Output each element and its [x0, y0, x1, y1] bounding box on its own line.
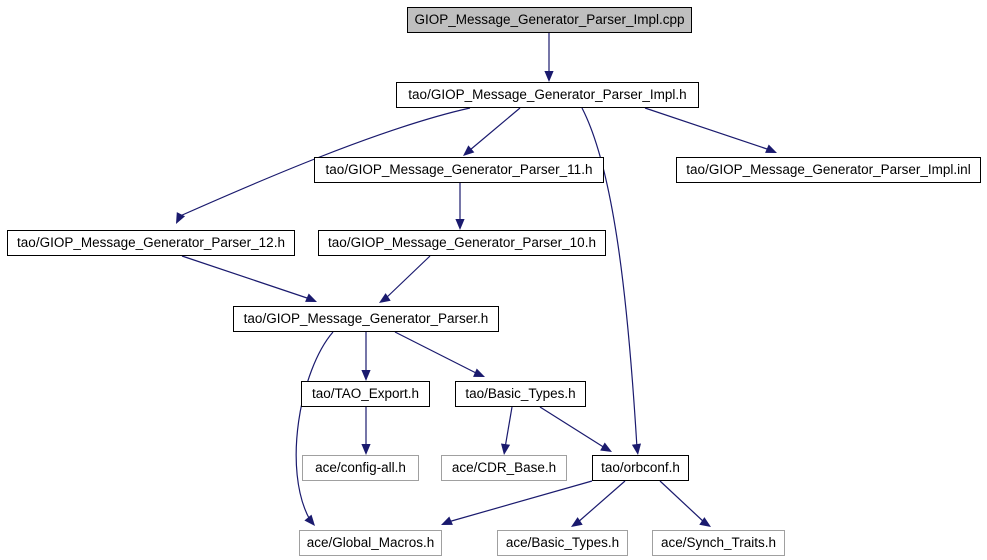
graph-edge-parser_h-to-tao_export	[361, 332, 371, 381]
graph-node-label: GIOP_Message_Generator_Parser_Impl.cpp	[414, 12, 685, 28]
graph-edge-parser_10-to-parser_h	[379, 255, 431, 303]
graph-node-label: tao/Basic_Types.h	[465, 386, 576, 402]
graph-node-ace_basic[interactable]: ace/Basic_Types.h	[497, 530, 628, 556]
graph-edge-basic_types-to-cdr_base	[501, 406, 513, 455]
graph-node-config_all[interactable]: ace/config-all.h	[302, 455, 419, 481]
graph-node-impl_inl[interactable]: tao/GIOP_Message_Generator_Parser_Impl.i…	[676, 157, 981, 183]
graph-node-parser_12[interactable]: tao/GIOP_Message_Generator_Parser_12.h	[7, 230, 295, 256]
graph-node-label: ace/Basic_Types.h	[505, 535, 620, 551]
graph-node-label: ace/config-all.h	[315, 460, 406, 476]
graph-node-label: tao/GIOP_Message_Generator_Parser_Impl.i…	[686, 162, 971, 178]
graph-node-global_macros[interactable]: ace/Global_Macros.h	[299, 530, 442, 556]
graph-node-label: tao/orbconf.h	[601, 460, 680, 476]
graph-node-orbconf[interactable]: tao/orbconf.h	[592, 455, 689, 481]
graph-edge-parser_h-to-global_macros	[295, 331, 334, 526]
graph-edge-parser_12-to-parser_h	[181, 255, 317, 302]
graph-edge-orbconf-to-ace_basic	[571, 480, 626, 527]
graph-edge-impl_h-to-parser_11	[463, 107, 521, 156]
graph-node-basic_types[interactable]: tao/Basic_Types.h	[455, 381, 586, 407]
graph-edge-orbconf-to-synch_traits	[659, 480, 711, 527]
graph-edge-basic_types-to-orbconf	[539, 406, 612, 452]
graph-node-cdr_base[interactable]: ace/CDR_Base.h	[441, 455, 567, 481]
graph-node-impl_h[interactable]: tao/GIOP_Message_Generator_Parser_Impl.h	[396, 82, 699, 108]
graph-node-label: tao/GIOP_Message_Generator_Parser.h	[243, 311, 489, 327]
graph-node-parser_10[interactable]: tao/GIOP_Message_Generator_Parser_10.h	[318, 230, 606, 256]
graph-node-label: tao/GIOP_Message_Generator_Parser_12.h	[17, 235, 285, 251]
graph-node-label: ace/Global_Macros.h	[306, 535, 435, 551]
graph-node-label: ace/Synch_Traits.h	[660, 535, 777, 551]
graph-edge-impl_h-to-impl_inl	[644, 107, 777, 153]
graph-node-label: tao/GIOP_Message_Generator_Parser_Impl.h	[408, 87, 687, 103]
graph-node-label: tao/GIOP_Message_Generator_Parser_10.h	[328, 235, 596, 251]
graph-node-impl_cpp[interactable]: GIOP_Message_Generator_Parser_Impl.cpp	[407, 7, 692, 33]
graph-edge-impl_cpp-to-impl_h	[544, 33, 554, 82]
graph-edge-tao_export-to-config_all	[361, 407, 371, 455]
graph-node-tao_export[interactable]: tao/TAO_Export.h	[301, 381, 430, 407]
graph-node-label: tao/GIOP_Message_Generator_Parser_11.h	[325, 162, 593, 178]
graph-node-parser_h[interactable]: tao/GIOP_Message_Generator_Parser.h	[233, 306, 499, 332]
graph-edge-parser_11-to-parser_10	[455, 183, 465, 230]
graph-node-label: ace/CDR_Base.h	[451, 460, 557, 476]
graph-node-synch_traits[interactable]: ace/Synch_Traits.h	[652, 530, 785, 556]
graph-node-parser_11[interactable]: tao/GIOP_Message_Generator_Parser_11.h	[314, 157, 604, 183]
graph-edge-parser_h-to-basic_types	[394, 331, 485, 377]
graph-node-label: tao/TAO_Export.h	[311, 386, 420, 402]
graph-edge-orbconf-to-global_macros	[441, 480, 593, 525]
